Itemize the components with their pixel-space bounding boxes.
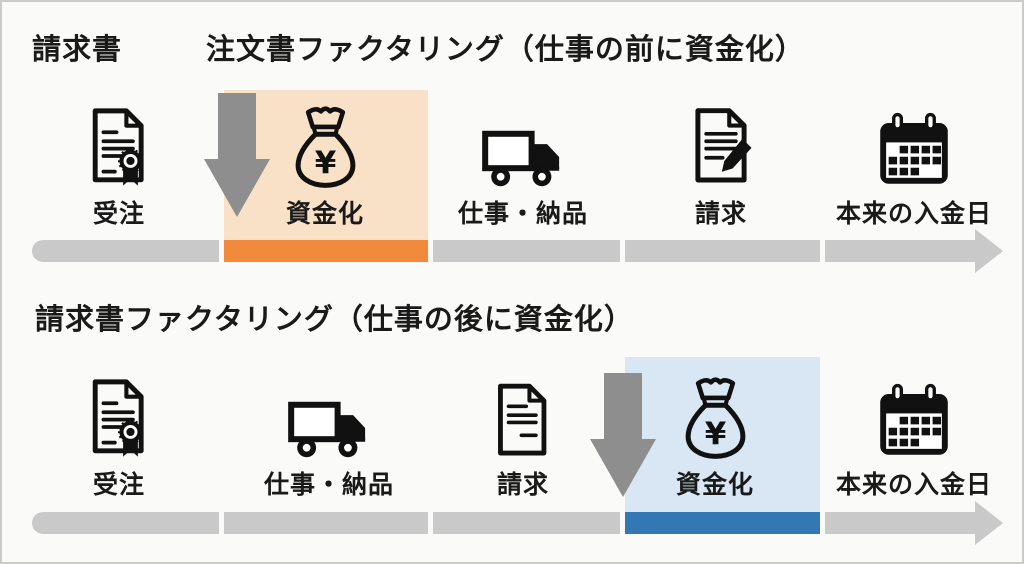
certificate-document-icon bbox=[92, 379, 144, 457]
timeline-segment bbox=[32, 512, 219, 534]
timeline-segment-highlight bbox=[625, 512, 820, 534]
svg-text:¥: ¥ bbox=[314, 145, 336, 181]
down-arrow-icon bbox=[204, 93, 270, 217]
timeline-segment bbox=[433, 512, 620, 534]
svg-text:¥: ¥ bbox=[704, 416, 726, 452]
money-bag-yen-icon: ¥ bbox=[685, 377, 745, 459]
step-label: 請求 bbox=[496, 470, 549, 499]
step-work-delivery: 仕事・納品 bbox=[423, 94, 623, 230]
calendar-icon bbox=[880, 383, 948, 455]
step-label: 仕事・納品 bbox=[457, 199, 588, 228]
timeline-row2 bbox=[32, 501, 1003, 545]
timeline-segment bbox=[625, 240, 820, 262]
row2-title: 請求書ファクタリング（仕事の後に資金化） bbox=[35, 302, 634, 336]
certificate-document-icon bbox=[92, 108, 144, 186]
step-label: 仕事・納品 bbox=[263, 470, 394, 499]
invoice-document-icon bbox=[498, 383, 547, 456]
step-label: 本来の入金日 bbox=[835, 199, 992, 228]
timeline-segment bbox=[224, 512, 428, 534]
step-payment-date: 本来の入金日 bbox=[814, 94, 1014, 230]
timeline-segment bbox=[32, 240, 219, 262]
step-work-delivery: 仕事・納品 bbox=[229, 365, 429, 501]
step-label: 本来の入金日 bbox=[835, 470, 992, 499]
timeline-arrow-segment bbox=[825, 501, 1003, 545]
step-label: 資金化 bbox=[285, 199, 364, 228]
step-order-received: 受注 bbox=[19, 365, 219, 501]
step-label: 受注 bbox=[92, 199, 145, 228]
timeline-row1 bbox=[32, 229, 1003, 273]
timeline-arrow-segment bbox=[825, 229, 1003, 273]
corner-label: 請求書 bbox=[32, 32, 123, 66]
step-label: 請求 bbox=[694, 199, 747, 228]
delivery-truck-icon bbox=[288, 401, 366, 458]
timeline-segment-highlight bbox=[224, 240, 428, 262]
step-funding: ¥ 資金化 bbox=[225, 94, 425, 230]
timeline-segment bbox=[433, 240, 620, 262]
step-order-received: 受注 bbox=[19, 94, 219, 230]
step-payment-date: 本来の入金日 bbox=[814, 365, 1014, 501]
row1-title: 注文書ファクタリング（仕事の前に資金化） bbox=[206, 32, 805, 66]
down-arrow-icon bbox=[590, 373, 656, 497]
step-label: 資金化 bbox=[675, 470, 754, 499]
money-bag-yen-icon: ¥ bbox=[295, 106, 355, 188]
step-label: 受注 bbox=[92, 470, 145, 499]
invoice-pencil-icon bbox=[695, 108, 752, 183]
delivery-truck-icon bbox=[482, 130, 560, 187]
step-billing: 請求 bbox=[423, 365, 623, 501]
calendar-icon bbox=[880, 112, 948, 184]
step-billing: 請求 bbox=[621, 94, 821, 230]
step-funding: ¥ 資金化 bbox=[615, 365, 815, 501]
